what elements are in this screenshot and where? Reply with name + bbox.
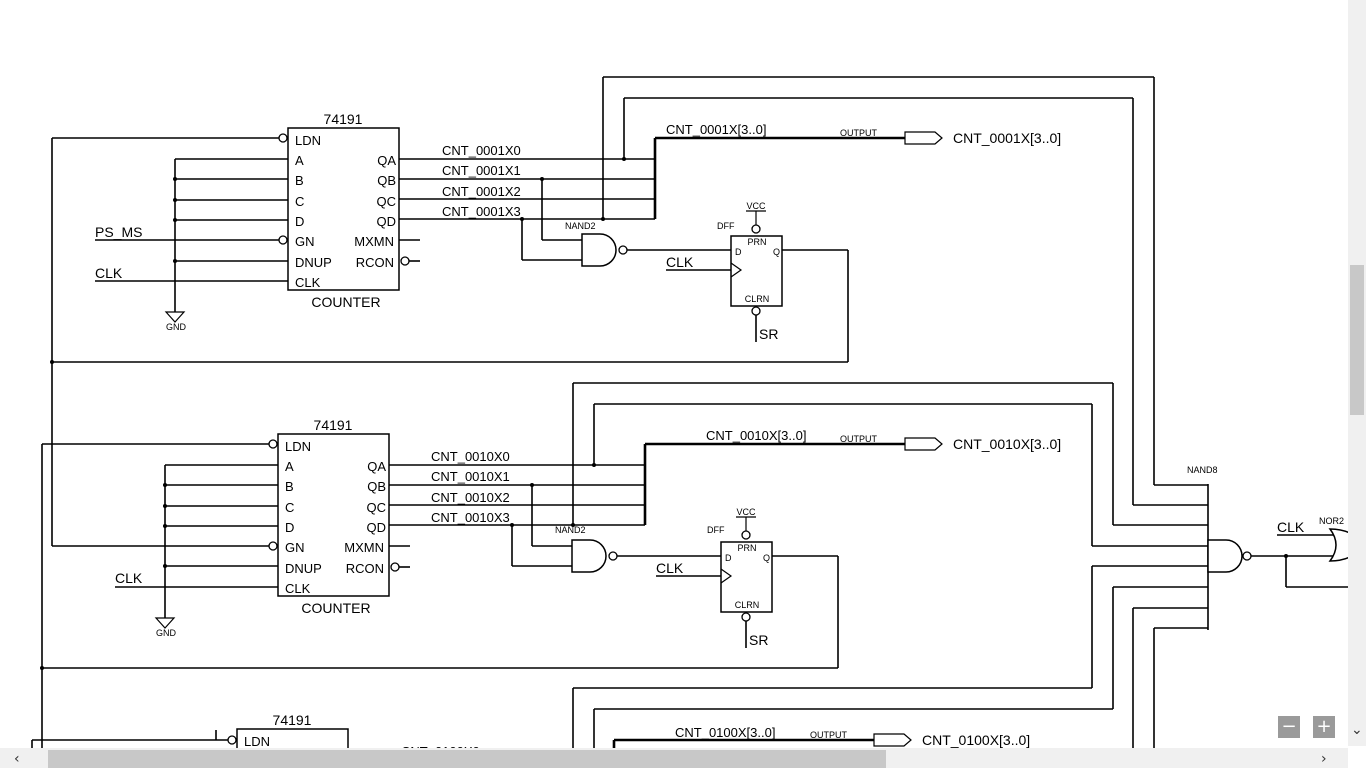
counter-1: 74191 COUNTER LDN A B C D GN DNUP CLK QA… [50, 76, 1154, 364]
svg-text:Q: Q [763, 553, 770, 563]
svg-text:D: D [725, 553, 732, 563]
output-port [904, 131, 943, 145]
gnd-symbol [164, 311, 186, 323]
bus-label: CNT_0001X[3..0] [666, 122, 766, 137]
gnd-symbol-2 [154, 617, 176, 629]
svg-text:Q: Q [773, 247, 780, 257]
pin-rcon: RCON [356, 255, 394, 270]
net-cnt-0001x2: CNT_0001X2 [442, 184, 521, 199]
svg-text:QC: QC [367, 500, 387, 515]
svg-text:VCC: VCC [736, 507, 756, 517]
svg-text:D: D [735, 247, 742, 257]
counter-2-name: COUNTER [301, 600, 370, 616]
pin-qa: QA [377, 153, 396, 168]
dff-clk-label: CLK [666, 254, 694, 270]
vertical-scroll-thumb[interactable] [1350, 265, 1364, 415]
svg-text:RCON: RCON [346, 561, 384, 576]
counter-2: 74191 COUNTER LDN A B C D GN DNUP CLK QA… [40, 362, 1113, 768]
svg-text:QA: QA [367, 459, 386, 474]
output-port-label: CNT_0001X[3..0] [953, 130, 1061, 146]
svg-text:PRN: PRN [747, 237, 766, 247]
dff-label: DFF [717, 221, 735, 231]
svg-text:OUTPUT: OUTPUT [810, 730, 848, 740]
svg-text:CNT_0010X1: CNT_0010X1 [431, 469, 510, 484]
svg-text:GND: GND [156, 628, 177, 638]
horizontal-scroll-thumb[interactable] [48, 750, 886, 768]
nand8-label: NAND8 [1187, 465, 1218, 475]
pin-clk: CLK [295, 275, 321, 290]
svg-text:74191: 74191 [273, 712, 312, 728]
svg-text:CNT_0010X2: CNT_0010X2 [431, 490, 510, 505]
svg-text:DNUP: DNUP [285, 561, 322, 576]
svg-text:D: D [285, 520, 294, 535]
net-cnt-0001x0: CNT_0001X0 [442, 143, 521, 158]
nand8-gate [1207, 539, 1243, 573]
svg-text:CNT_0100X[3..0]: CNT_0100X[3..0] [675, 725, 775, 740]
nand2-gate [581, 233, 617, 267]
pin-mxmn: MXMN [354, 234, 394, 249]
counter-1-part: 74191 [324, 111, 363, 127]
counter-2-body [277, 433, 390, 597]
nand2-gate-2 [571, 539, 607, 573]
svg-text:NAND2: NAND2 [555, 525, 586, 535]
svg-text:CNT_0010X[3..0]: CNT_0010X[3..0] [953, 436, 1061, 452]
nand8-block: NAND8 CLK NOR2 [572, 77, 1366, 748]
pin-qc: QC [377, 194, 397, 209]
pin-a: A [295, 153, 304, 168]
counter-2-part: 74191 [314, 417, 353, 433]
svg-text:CNT_0010X3: CNT_0010X3 [431, 510, 510, 525]
svg-text:CNT_0010X0: CNT_0010X0 [431, 449, 510, 464]
svg-text:CNT_0010X[3..0]: CNT_0010X[3..0] [706, 428, 806, 443]
pin-c: C [295, 194, 304, 209]
svg-text:DFF: DFF [707, 525, 725, 535]
clk-label: CLK [95, 265, 123, 281]
zoom-out-button[interactable]: − [1278, 716, 1300, 738]
svg-text:QB: QB [367, 479, 386, 494]
scroll-left-icon[interactable]: ‹ [14, 751, 20, 767]
svg-text:B: B [285, 479, 294, 494]
svg-text:PRN: PRN [737, 543, 756, 553]
svg-text:SR: SR [749, 632, 768, 648]
counter-1-name: COUNTER [311, 294, 380, 310]
svg-text:QD: QD [367, 520, 387, 535]
pin-b: B [295, 173, 304, 188]
sr-label: SR [759, 326, 778, 342]
svg-text:CLRN: CLRN [745, 294, 770, 304]
svg-text:C: C [285, 500, 294, 515]
zoom-in-button[interactable]: + [1313, 716, 1335, 738]
svg-text:CLK: CLK [285, 581, 311, 596]
output-label: OUTPUT [840, 128, 878, 138]
nor2-label: NOR2 [1319, 516, 1344, 526]
output-port-3 [873, 733, 912, 747]
svg-text:MXMN: MXMN [344, 540, 384, 555]
pin-dnup: DNUP [295, 255, 332, 270]
pin-gn: GN [295, 234, 315, 249]
svg-text:GN: GN [285, 540, 305, 555]
net-cnt-0001x1: CNT_0001X1 [442, 163, 521, 178]
vcc-label: VCC [746, 201, 766, 211]
scroll-down-icon[interactable]: ⌄ [1351, 722, 1363, 738]
ps-ms-label: PS_MS [95, 224, 142, 240]
svg-text:CNT_0100X[3..0]: CNT_0100X[3..0] [922, 732, 1030, 748]
pin-d: D [295, 214, 304, 229]
svg-text:OUTPUT: OUTPUT [840, 434, 878, 444]
svg-text:A: A [285, 459, 294, 474]
net-cnt-0001x3: CNT_0001X3 [442, 204, 521, 219]
pin-qb: QB [377, 173, 396, 188]
nor-clk-label: CLK [1277, 519, 1305, 535]
gnd-label: GND [166, 322, 187, 332]
svg-text:CLK: CLK [656, 560, 684, 576]
pin-qd: QD [377, 214, 397, 229]
counter-1-body [287, 127, 400, 291]
output-port-2 [904, 437, 943, 451]
svg-text:CLRN: CLRN [735, 600, 760, 610]
svg-text:CLK: CLK [115, 570, 143, 586]
svg-text:LDN: LDN [285, 439, 311, 454]
svg-text:LDN: LDN [244, 734, 270, 749]
scroll-right-icon[interactable]: › [1321, 751, 1327, 767]
nand2-label: NAND2 [565, 221, 596, 231]
pin-ldn: LDN [295, 133, 321, 148]
